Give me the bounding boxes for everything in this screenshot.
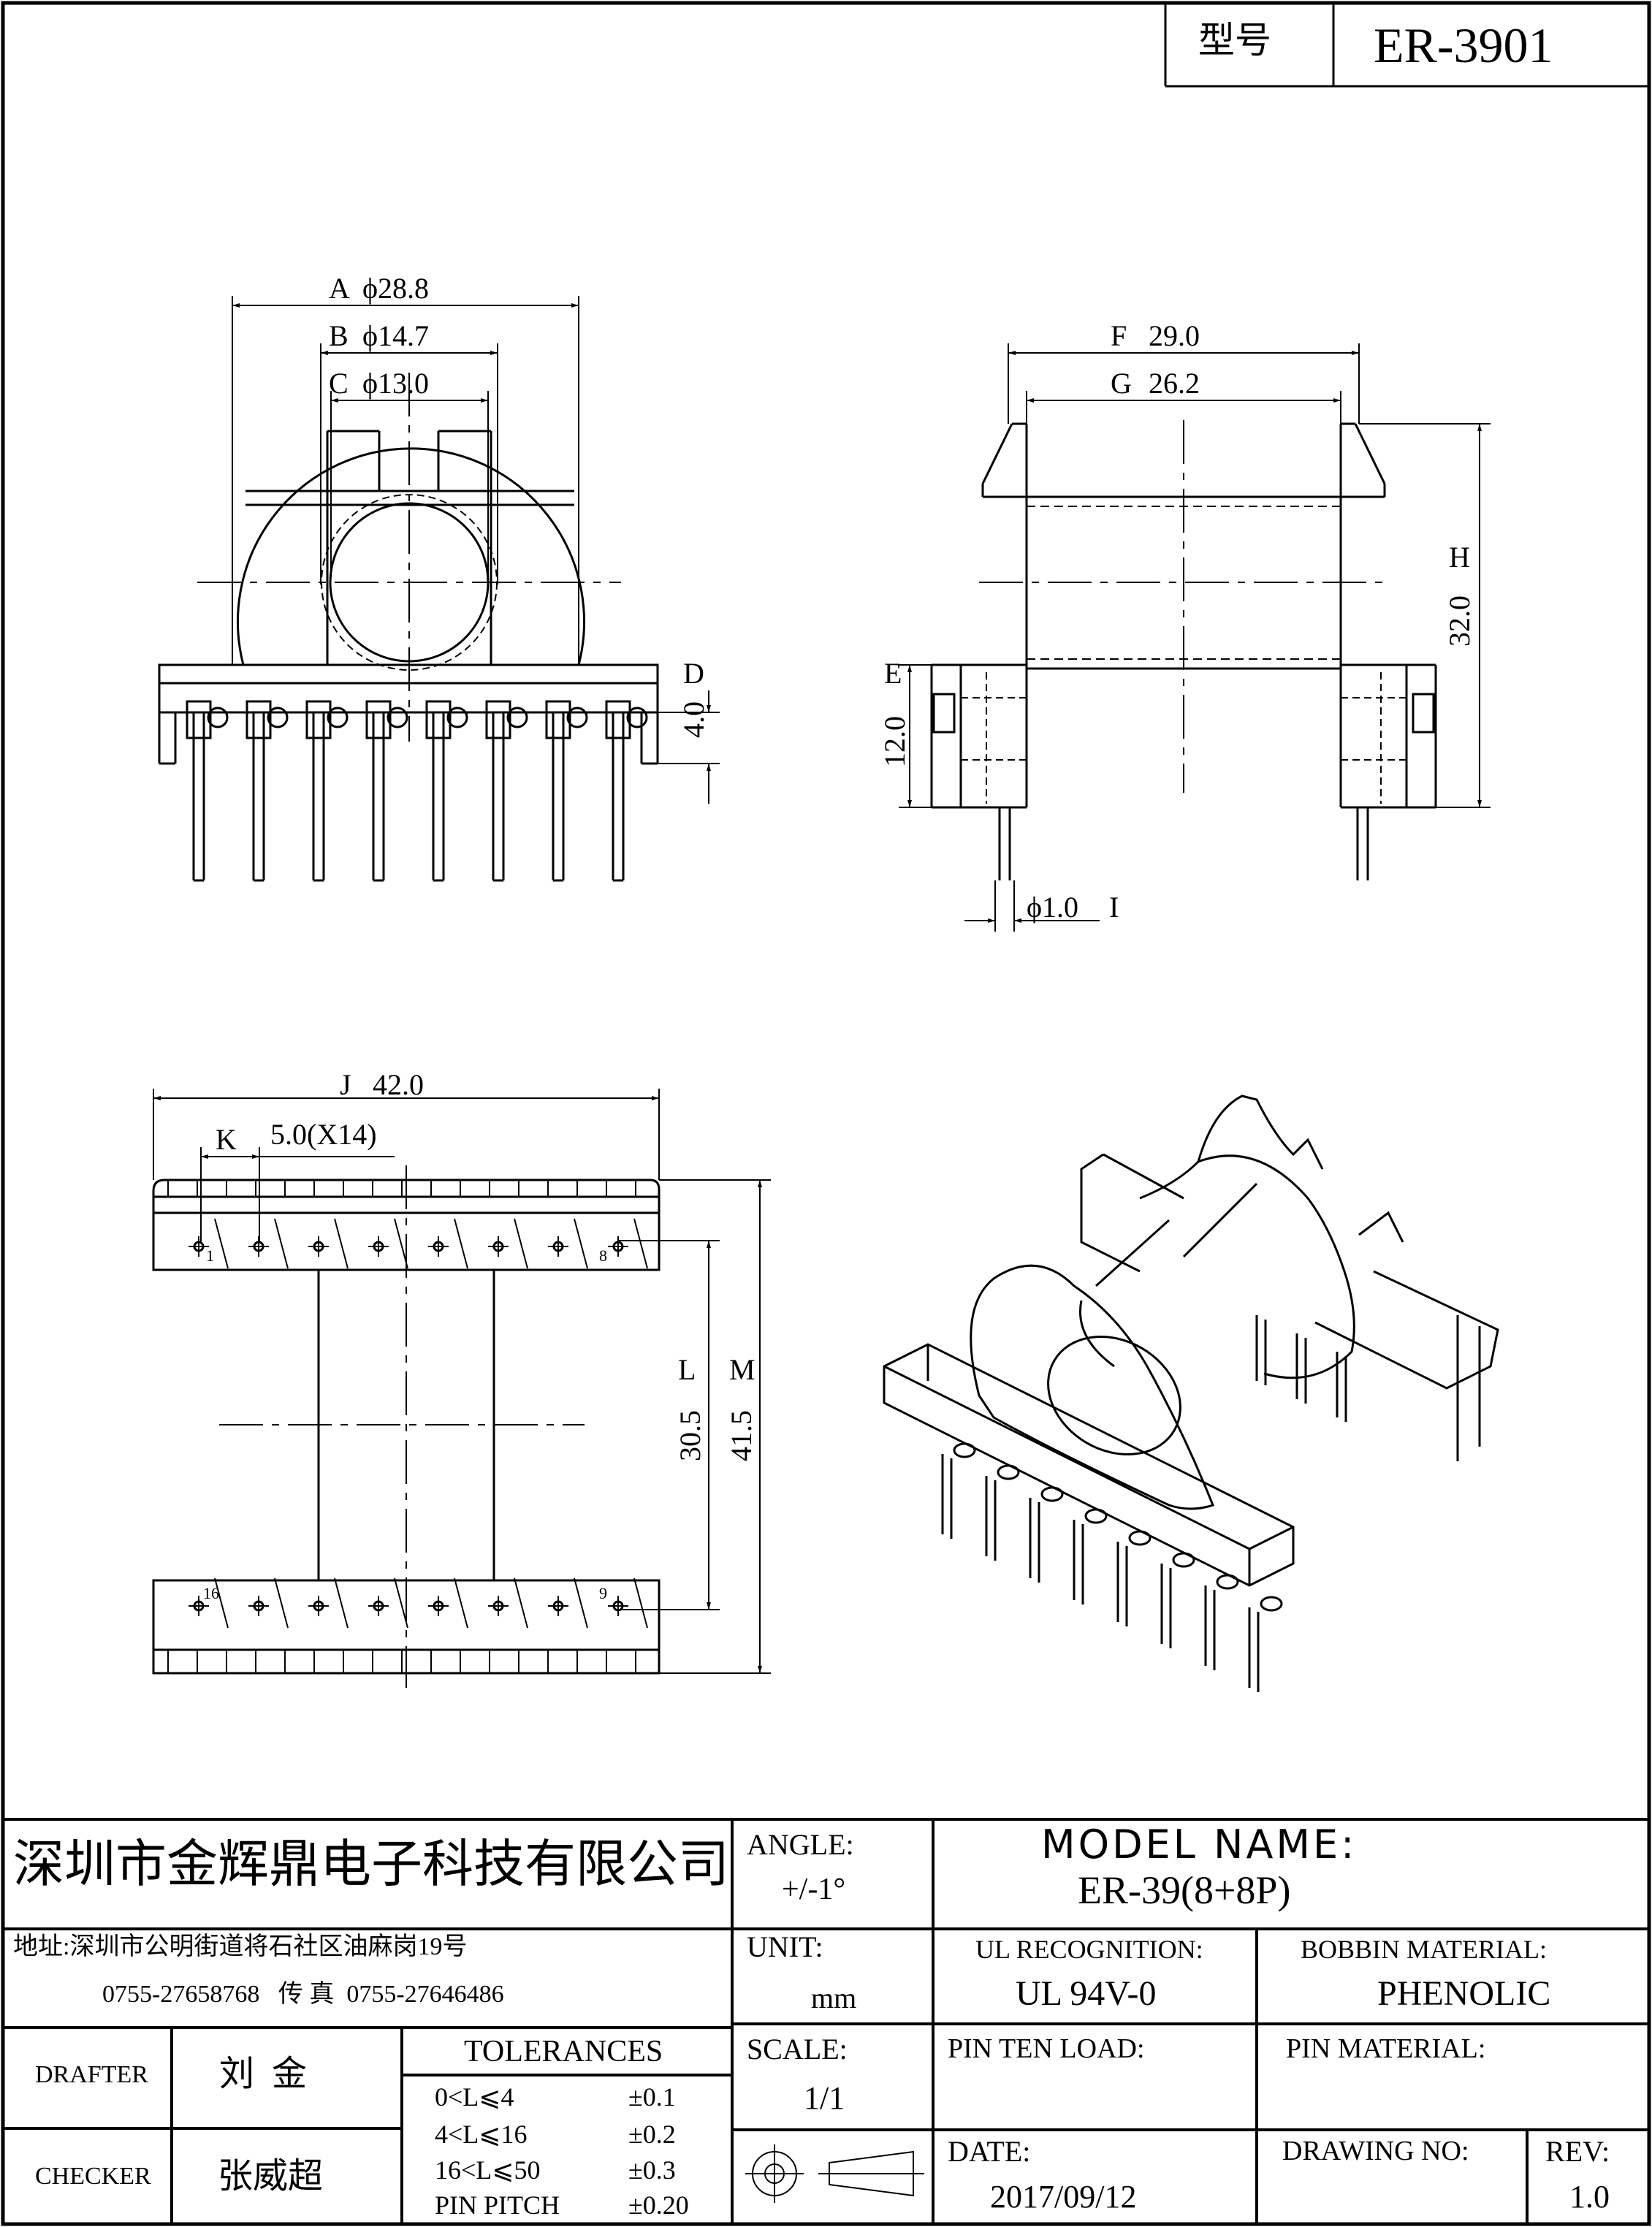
company-address: 地址:深圳市公明街道将石社区油麻岗19号 xyxy=(13,1933,468,1960)
pin-label-8: 8 xyxy=(599,1246,607,1265)
dim-J-letter: J xyxy=(340,1068,351,1101)
dim-J-value: 42.0 xyxy=(373,1068,424,1101)
drafter-label: DRAFTER xyxy=(35,2061,148,2088)
model-number: ER-3901 xyxy=(1374,18,1553,73)
tolerance-range-4: PIN PITCH xyxy=(435,2190,560,2220)
front-pin-hole xyxy=(387,707,408,728)
scale-label: SCALE: xyxy=(747,2033,848,2066)
tolerances-label: TOLERANCES xyxy=(464,2035,663,2068)
pin-material-label: PIN MATERIAL: xyxy=(1286,2033,1486,2064)
unit-label: UNIT: xyxy=(747,1930,823,1963)
dim-C-letter: C xyxy=(329,367,349,400)
front-pin-hole xyxy=(327,707,349,728)
drawing-no-label: DRAWING NO: xyxy=(1282,2136,1469,2166)
dim-B-letter: B xyxy=(329,319,349,352)
front-view-dimensions xyxy=(232,296,720,804)
model-name-value: ER-39(8+8P) xyxy=(1078,1868,1291,1912)
company-phone-fax: 0755-27658768 传 真 0755-27646486 xyxy=(102,1981,504,2008)
dim-F-letter: F xyxy=(1111,319,1127,352)
dim-A-letter: A xyxy=(329,272,350,305)
tolerance-value-2: ±0.2 xyxy=(628,2120,676,2149)
date-value: 2017/09/12 xyxy=(990,2179,1137,2215)
bobbin-material-value: PHENOLIC xyxy=(1377,1974,1551,2013)
checker-label: CHECKER xyxy=(35,2163,151,2190)
company-name: 深圳市金辉鼎电子科技有限公司 xyxy=(13,1837,729,1893)
dim-H-letter: H xyxy=(1449,541,1470,574)
angle-value: +/-1° xyxy=(782,1873,846,1906)
rev-value: 1.0 xyxy=(1569,2179,1610,2215)
side-view xyxy=(930,420,1437,880)
dim-M-letter: M xyxy=(729,1353,755,1386)
date-label: DATE: xyxy=(948,2135,1031,2168)
dim-D-value: 4.0 xyxy=(677,701,710,738)
front-pin-hole xyxy=(446,707,468,728)
bobbin-material-label: BOBBIN MATERIAL: xyxy=(1301,1935,1548,1964)
dim-E-letter: E xyxy=(884,657,902,690)
pin-label-16: 16 xyxy=(203,1584,219,1602)
dim-F-value: 29.0 xyxy=(1149,319,1200,352)
front-pin-hole xyxy=(267,707,289,728)
tolerance-value-3: ±0.3 xyxy=(628,2155,676,2185)
rev-label: REV: xyxy=(1545,2135,1610,2168)
dim-I-value: ϕ1.0 xyxy=(1027,891,1079,924)
dim-H-value: 32.0 xyxy=(1443,595,1476,647)
bottom-view xyxy=(152,1165,661,1688)
bottom-view-dimensions xyxy=(153,1089,771,1674)
drafter-name: 刘 金 xyxy=(219,2055,308,2093)
pin-label-1: 1 xyxy=(206,1246,214,1265)
pin-label-9: 9 xyxy=(599,1584,607,1602)
front-pin-hole xyxy=(626,707,648,728)
tolerance-value-1: ±0.1 xyxy=(628,2082,676,2112)
tolerance-range-2: 4<L⩽16 xyxy=(435,2120,528,2149)
angle-label: ANGLE: xyxy=(747,1828,854,1861)
front-pin-hole xyxy=(566,707,588,728)
side-view-dimensions xyxy=(899,343,1491,932)
isometric-view xyxy=(883,1095,1499,1692)
model-box-label: 型号 xyxy=(1198,20,1271,61)
dim-G-value: 26.2 xyxy=(1149,367,1200,400)
ul-label: UL RECOGNITION: xyxy=(975,1935,1203,1964)
front-pin-hole xyxy=(506,707,528,728)
tolerance-range-3: 16<L⩽50 xyxy=(435,2155,541,2185)
dim-D-letter: D xyxy=(683,657,704,690)
dim-L-value: 30.5 xyxy=(674,1410,707,1461)
dim-M-value: 41.5 xyxy=(725,1410,758,1461)
dim-A-value: ϕ28.8 xyxy=(362,272,430,305)
ul-value: UL 94V-0 xyxy=(1016,1974,1157,2013)
title-block-grid xyxy=(3,1818,1649,2224)
dim-G-letter: G xyxy=(1111,367,1132,400)
front-view xyxy=(158,373,659,882)
pin-ten-load-label: PIN TEN LOAD: xyxy=(948,2033,1145,2064)
dim-K-letter: K xyxy=(216,1123,237,1156)
dim-C-value: ϕ13.0 xyxy=(362,367,430,400)
dim-I-letter: I xyxy=(1109,891,1119,924)
model-box-frame xyxy=(1164,3,1649,88)
unit-value: mm xyxy=(811,1982,857,2014)
dim-L-letter: L xyxy=(678,1353,696,1386)
dim-B-value: ϕ14.7 xyxy=(362,319,430,352)
scale-value: 1/1 xyxy=(804,2080,845,2116)
checker-name: 张威超 xyxy=(218,2157,324,2196)
tolerance-value-4: ±0.20 xyxy=(628,2190,689,2220)
dim-E-value: 12.0 xyxy=(878,716,911,767)
model-name-label: MODEL NAME: xyxy=(1041,1821,1358,1868)
dim-K-value: 5.0(X14) xyxy=(270,1118,377,1151)
tolerance-range-1: 0<L⩽4 xyxy=(435,2082,514,2112)
front-pin-hole xyxy=(207,707,229,728)
